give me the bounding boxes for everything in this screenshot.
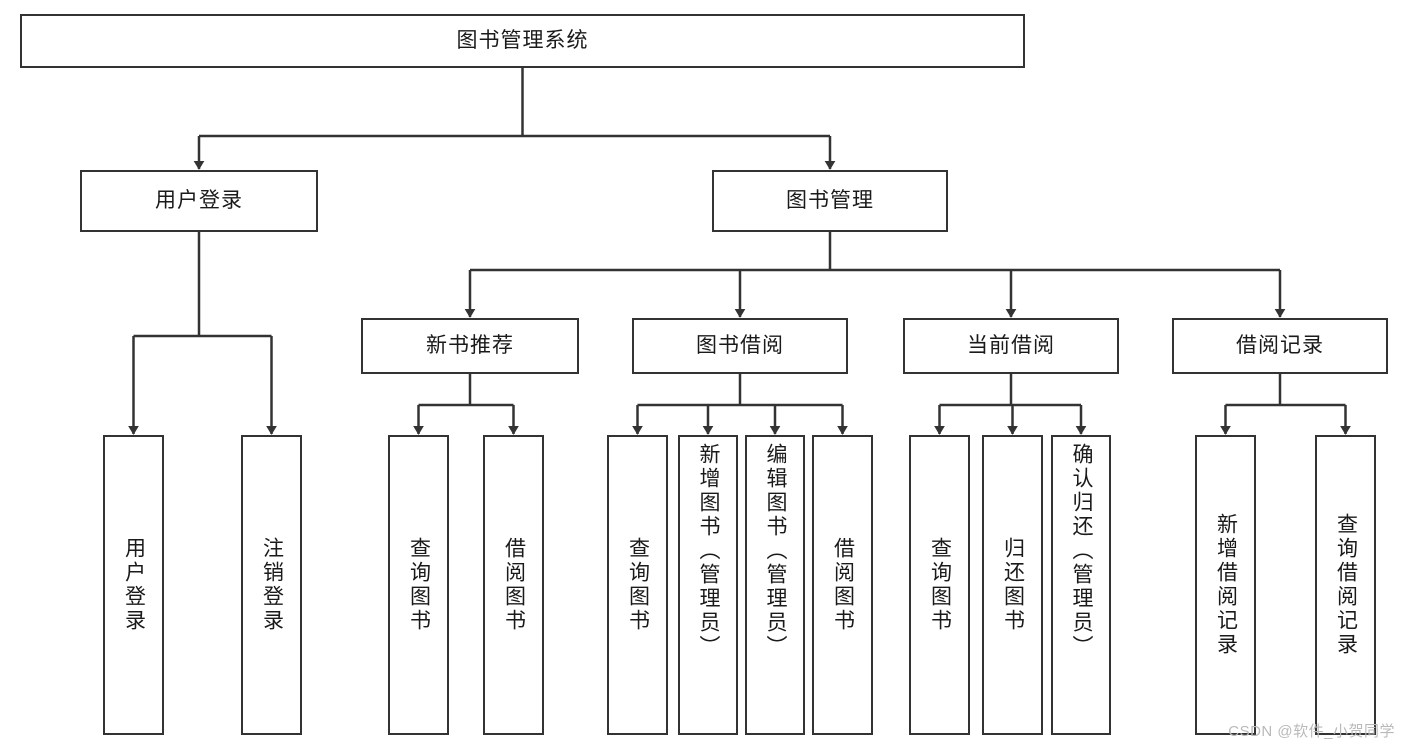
node-label: 借阅图书 — [502, 537, 526, 633]
node-l3[interactable]: 查询图书 — [388, 435, 449, 735]
node-label: 当前借阅 — [967, 334, 1055, 358]
node-label: 查询图书 — [626, 537, 650, 633]
node-label: 确认归还（管理员） — [1070, 443, 1094, 659]
node-l11[interactable]: 确认归还（管理员） — [1051, 435, 1111, 735]
node-l12[interactable]: 新增借阅记录 — [1195, 435, 1256, 735]
node-label: 查询图书 — [928, 537, 952, 633]
node-l7[interactable]: 编辑图书（管理员） — [745, 435, 805, 735]
node-l1[interactable]: 用户登录 — [103, 435, 164, 735]
node-login[interactable]: 用户登录 — [80, 170, 318, 232]
node-l2[interactable]: 注销登录 — [241, 435, 302, 735]
node-label: 归还图书 — [1001, 537, 1025, 633]
node-current[interactable]: 当前借阅 — [903, 318, 1119, 374]
node-l6[interactable]: 新增图书（管理员） — [678, 435, 738, 735]
node-label: 用户登录 — [122, 537, 146, 633]
node-label: 图书管理 — [786, 189, 874, 213]
node-label: 借阅图书 — [831, 537, 855, 633]
node-label: 借阅记录 — [1236, 334, 1324, 358]
node-label: 图书管理系统 — [456, 29, 589, 53]
node-label: 新书推荐 — [426, 334, 514, 358]
edge-layer — [128, 68, 1351, 435]
node-l13[interactable]: 查询借阅记录 — [1315, 435, 1376, 735]
node-label: 新增借阅记录 — [1214, 513, 1238, 657]
node-l9[interactable]: 查询图书 — [909, 435, 970, 735]
node-label: 编辑图书（管理员） — [764, 443, 788, 659]
node-newbook[interactable]: 新书推荐 — [361, 318, 579, 374]
node-l10[interactable]: 归还图书 — [982, 435, 1043, 735]
node-l4[interactable]: 借阅图书 — [483, 435, 544, 735]
node-label: 用户登录 — [155, 189, 243, 213]
node-bookmgmt[interactable]: 图书管理 — [712, 170, 948, 232]
csdn-watermark: CSDN @软件_小贺同学 — [1228, 723, 1395, 740]
node-label: 查询图书 — [407, 537, 431, 633]
node-root[interactable]: 图书管理系统 — [20, 14, 1025, 68]
node-label: 查询借阅记录 — [1334, 513, 1358, 657]
node-records[interactable]: 借阅记录 — [1172, 318, 1388, 374]
node-borrow[interactable]: 图书借阅 — [632, 318, 848, 374]
node-l5[interactable]: 查询图书 — [607, 435, 668, 735]
node-label: 注销登录 — [260, 537, 284, 633]
node-label: 图书借阅 — [696, 334, 784, 358]
node-l8[interactable]: 借阅图书 — [812, 435, 873, 735]
node-label: 新增图书（管理员） — [697, 443, 721, 659]
